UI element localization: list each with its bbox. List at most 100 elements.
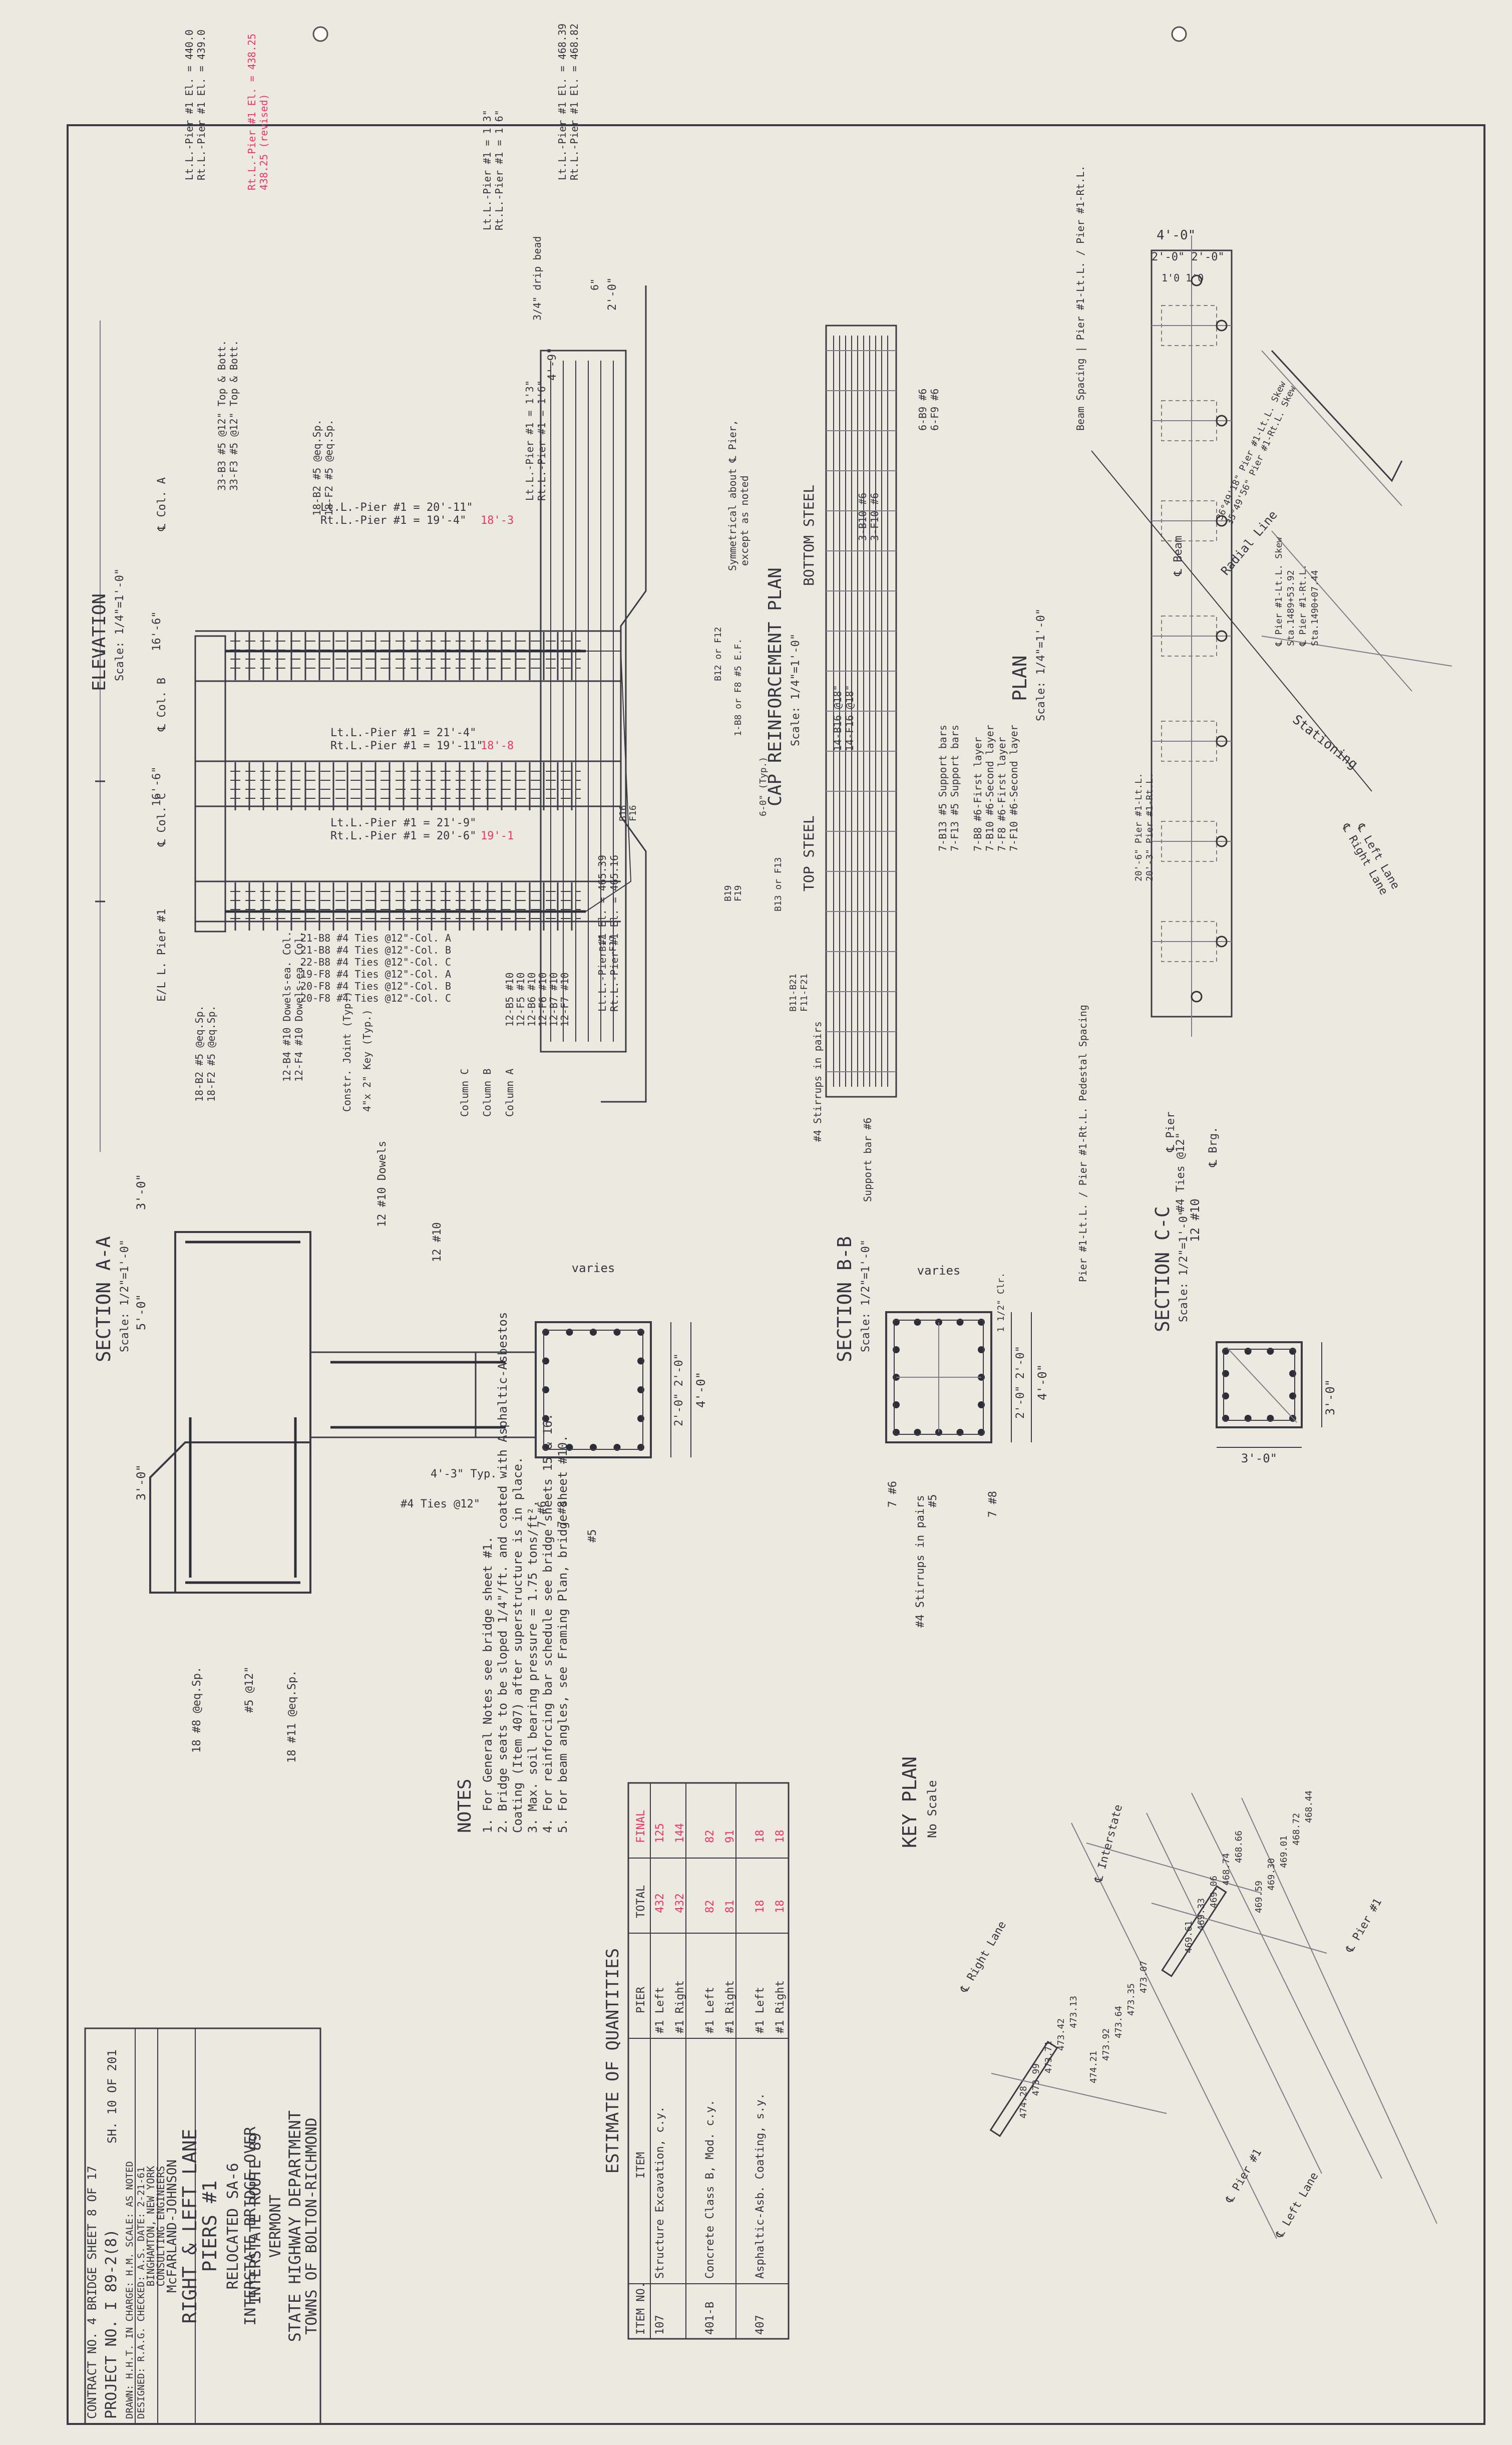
key-elevation: 473.92 (1101, 2028, 1111, 2061)
quantities-cell: Asphaltic-Asb. Coating, s.y. (754, 2093, 767, 2279)
key-elevation: 473.99 (1031, 2063, 1041, 2096)
elev-ties-6: 20-F8 #4 Ties @12"-Col. C (300, 992, 451, 1004)
quantities-cell: 432 (654, 1893, 666, 1913)
elev-f16: F16 (628, 805, 638, 821)
cap-b-hoops: 1-B8 or F8 #5 E.F. (733, 639, 743, 736)
note-4: 3. Max. soil bearing pressure = 1.75 ton… (526, 1500, 540, 1833)
elev-lt-elev: Lt.L.-Pier #1 El. = 440.0 (183, 30, 195, 180)
cap-b14: 14-B16 @18" (832, 685, 844, 751)
cap-reinforcement-plan: BOTTOM STEEL TOP STEEL CAP REINFORCEMENT… (713, 325, 941, 1202)
bb-stirrups-label: #4 Stirrups in pairs (914, 1495, 927, 1628)
key-elevation: 474.21 (1088, 2051, 1099, 2083)
elev-f33: 33-F3 #5 @12" Top & Bott. (228, 340, 240, 491)
elev-ties-2: 21-B8 #4 Ties @12"-Col. B (300, 944, 451, 956)
elev-column-a: Column A (504, 1069, 516, 1117)
elev-b19: B19 (723, 885, 733, 901)
plan-sta-1: ℄ Pier #1-Lt.L. Skew (1274, 537, 1284, 647)
elev-title: ELEVATION (89, 593, 110, 691)
elev-ties-1: 21-B8 #4 Ties @12"-Col. A (300, 932, 451, 944)
key-plan-scale: No Scale (925, 1780, 939, 1838)
punch-hole (312, 26, 328, 42)
key-elevation: 473.42 (1056, 2018, 1066, 2051)
quantities-cell: #1 Right (674, 1980, 686, 2033)
elev-b18-2: 18-B2 #5 @eq.Sp. (193, 1005, 205, 1102)
quantities-cell: #1 Left (754, 1987, 767, 2033)
plan-support-2: 7-F13 #5 Support bars (949, 725, 961, 851)
quantities-cell: 18 (774, 1830, 787, 1844)
aa-title: SECTION A-A (93, 1236, 115, 1362)
elev-f19: F19 (733, 885, 743, 901)
cap-scale: Scale: 1/4"=1'-0" (790, 634, 802, 746)
aa-5b: #5 @12" (243, 1666, 256, 1713)
cap-f8: 6-F9 #6 (929, 389, 941, 431)
elev-key: 4"x 2" Key (Typ.) (361, 1009, 373, 1112)
quantities-cell: 107 (654, 2315, 666, 2335)
quantities-cell: #1 Right (774, 1980, 787, 2033)
cap-b11: B11-B21 (788, 974, 799, 1012)
elev-b18: 18-B2 #5 @eq.Sp. (311, 419, 323, 516)
quantities-cell: 401-B (704, 2302, 716, 2335)
bb-dim-top: 4'-0" (1035, 1364, 1049, 1400)
elev-rt-len1: Rt.L.-Pier #1 = 19'-4" (320, 514, 466, 527)
cap-f11: F11-F21 (799, 974, 810, 1012)
q-header-total: TOTAL (635, 1885, 647, 1918)
quantities-cell: 407 (754, 2315, 767, 2335)
key-elevation: 474.28 (1018, 2086, 1029, 2118)
plan-title: PLAN (1009, 655, 1031, 701)
tb-department: STATE HIGHWAY DEPARTMENT (285, 2110, 304, 2342)
quantities-cell: Structure Excavation, c.y. (654, 2106, 666, 2279)
q-header-pier: PIER (635, 1986, 647, 2013)
plan-brg: ℄ Brg. (1207, 1127, 1220, 1167)
key-elevation: 469.33 (1196, 1898, 1207, 1931)
aa-18b: 18 #8 @eq.Sp. (191, 1667, 203, 1753)
cap-b8: 6-B9 #6 (917, 389, 929, 431)
tb-contract: CONTRACT NO. 4 BRIDGE SHEET 8 OF 17 (85, 2166, 99, 2419)
elev-lt-len3: Lt.L.-Pier #1 = 21'-9" (330, 817, 476, 829)
bb-dim-split: 2'-0" 2'-0" (1014, 1346, 1027, 1419)
cc-title: SECTION C-C (1152, 1206, 1174, 1332)
punch-hole (1171, 26, 1187, 42)
elev-rt-elev-fix-2: 438.25 (revised) (258, 94, 270, 190)
tb-engineers-city: BINGHAMTON, NEW YORK (145, 2166, 157, 2287)
q-header-no: ITEM NO. (635, 2282, 647, 2335)
elev-rt-len3-fix: 19'-1 (481, 830, 514, 842)
elev-f18-2: 18-F2 #5 @eq.Sp. (205, 1005, 217, 1102)
elev-lt-el: Lt.L.-Pier #1 El. = 468.39 (556, 24, 568, 180)
notes-block: NOTES 1. For General Notes see bridge sh… (455, 1312, 570, 1833)
key-elevation: 469.59 (1254, 1881, 1264, 1913)
plan-sta-3: ℄ Pier #1-Rt.L. (1298, 564, 1308, 647)
tb-sheet-no: SH. 10 OF 201 (105, 2049, 119, 2144)
elev-col-bars-1: 12-B5 #10 (504, 973, 516, 1027)
elev-rt-top: Rt.L.-Pier #1 El. = 465.16 (608, 855, 620, 1012)
aa-dowels: 12 #10 Dowels (376, 1141, 389, 1227)
cap-stirrups: #4 Stirrups in pairs (812, 1021, 824, 1142)
tb-piers: PIERS #1 (199, 2180, 221, 2272)
tb-bridge: INTERSTATE BRIDGE OVER (242, 2126, 259, 2325)
cc-dim-2: 3'-0" (1241, 1451, 1277, 1465)
elev-dim-6: 6" (589, 278, 601, 290)
title-block: VERMONT STATE HIGHWAY DEPARTMENT TOWNS O… (84, 2027, 321, 2425)
elev-f18: 18-F2 #5 @eq.Sp. (323, 419, 335, 516)
bb-clear: 1 1/2" Clr. (996, 1273, 1006, 1332)
elev-dowels-1: 12-B4 #10 Dowels-ea. Col. (281, 931, 293, 1082)
cap-b9: 3-B10 #6 (857, 493, 869, 541)
tb-relocated: RELOCATED SA-6 (224, 2163, 242, 2290)
aa-8: 7 #8 (556, 1501, 569, 1527)
plan-dim-top: 4'-0" (1157, 228, 1196, 243)
plan-dim-split: 2'-0" 2'-0" (1152, 251, 1225, 263)
cap-f9: 3-F10 #6 (869, 493, 881, 541)
quantities-title: ESTIMATE OF QUANTITIES (603, 1948, 623, 2174)
quantities-cell: Concrete Class B, Mod. c.y. (704, 2099, 716, 2279)
aa-5: 5'-0" (134, 1294, 148, 1330)
aa-dim-split: 2'-0" 2'-0" (673, 1353, 685, 1426)
key-elevation: 473.71 (1043, 2041, 1054, 2073)
key-plan-title: KEY PLAN (899, 1756, 921, 1848)
plan-dim-small: 1'0 1'0 (1162, 272, 1204, 284)
cap-except: except as noted (738, 475, 750, 566)
key-elevation: 468.74 (1221, 1853, 1232, 1886)
tb-drawn: DRAWN: H.H.T. IN CHARGE: H.M. SCALE: AS … (124, 2161, 135, 2419)
quantities-cell: 144 (674, 1823, 686, 1843)
elev-lt-len2: Lt.L.-Pier #1 = 21'-4" (330, 727, 476, 739)
